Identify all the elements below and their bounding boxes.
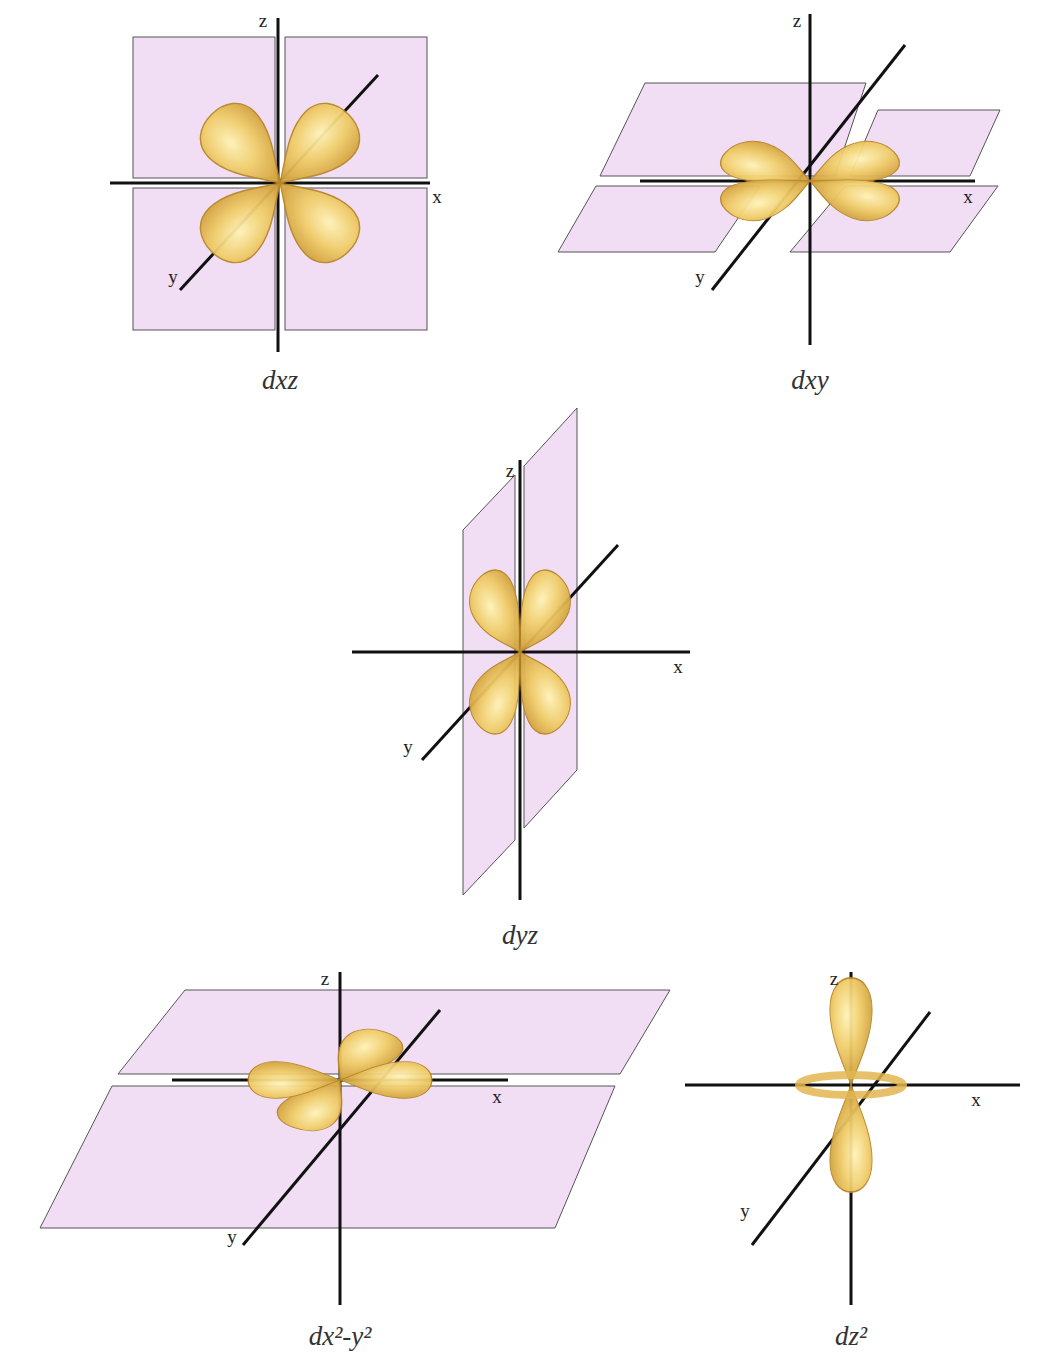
axis-label: z (259, 11, 267, 30)
axis-label: y (227, 1227, 237, 1246)
orbital-caption: dxy (791, 367, 828, 394)
axis-label: x (963, 187, 973, 206)
axis-label: y (740, 1201, 750, 1220)
axis-label: z (793, 11, 801, 30)
axis-label: x (673, 657, 683, 676)
orbital-caption: dx²-y² (309, 1323, 372, 1350)
axis-label: z (321, 969, 329, 988)
orbital-caption: dz² (835, 1323, 867, 1350)
axis-label: z (830, 969, 838, 988)
axis-label: z (506, 461, 514, 480)
axis-label: x (432, 187, 442, 206)
axis-label: y (168, 267, 178, 286)
orbital-lobes (189, 92, 910, 1192)
orbital-caption: dxz (262, 367, 298, 394)
nodal-planes (40, 37, 1000, 1228)
axis-label: y (403, 737, 413, 756)
orbital-caption: dyz (502, 922, 538, 949)
axis-label: x (492, 1087, 502, 1106)
axis-label: x (971, 1090, 981, 1109)
axis-label: y (695, 267, 705, 286)
coordinate-axes (110, 14, 1020, 1305)
